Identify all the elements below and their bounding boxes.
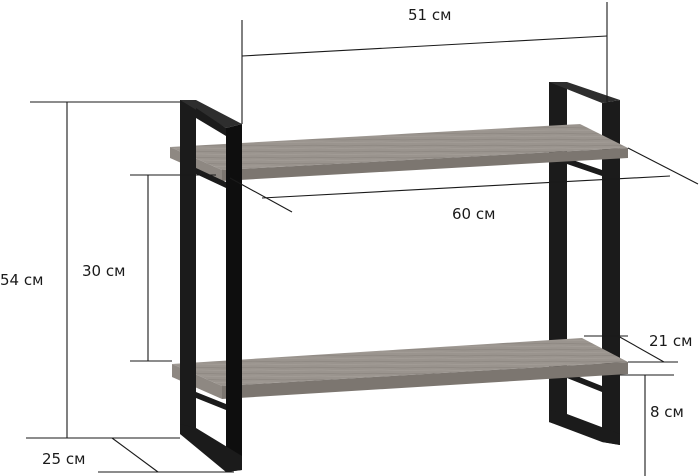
label-frame-depth: 25 см	[42, 450, 85, 468]
dimension-bottom-clearance: 8 см	[620, 374, 684, 476]
label-total-height: 54 см	[0, 271, 43, 289]
dimension-frame-depth: 25 см	[42, 437, 234, 473]
dimension-shelf-length: 60 см	[229, 147, 699, 223]
left-frame	[180, 100, 242, 472]
dimension-total-height: 54 см	[0, 101, 182, 439]
label-bottom-clearance: 8 см	[650, 403, 684, 421]
dimension-shelf-depth: 21 см	[584, 332, 692, 363]
dimension-shelf-gap: 30 см	[82, 174, 216, 362]
label-shelf-length: 60 см	[452, 205, 495, 223]
label-top-width: 51 см	[408, 6, 451, 24]
label-shelf-gap: 30 см	[82, 262, 125, 280]
label-shelf-depth: 21 см	[649, 332, 692, 350]
dimension-top-width: 51 см	[241, 2, 608, 124]
